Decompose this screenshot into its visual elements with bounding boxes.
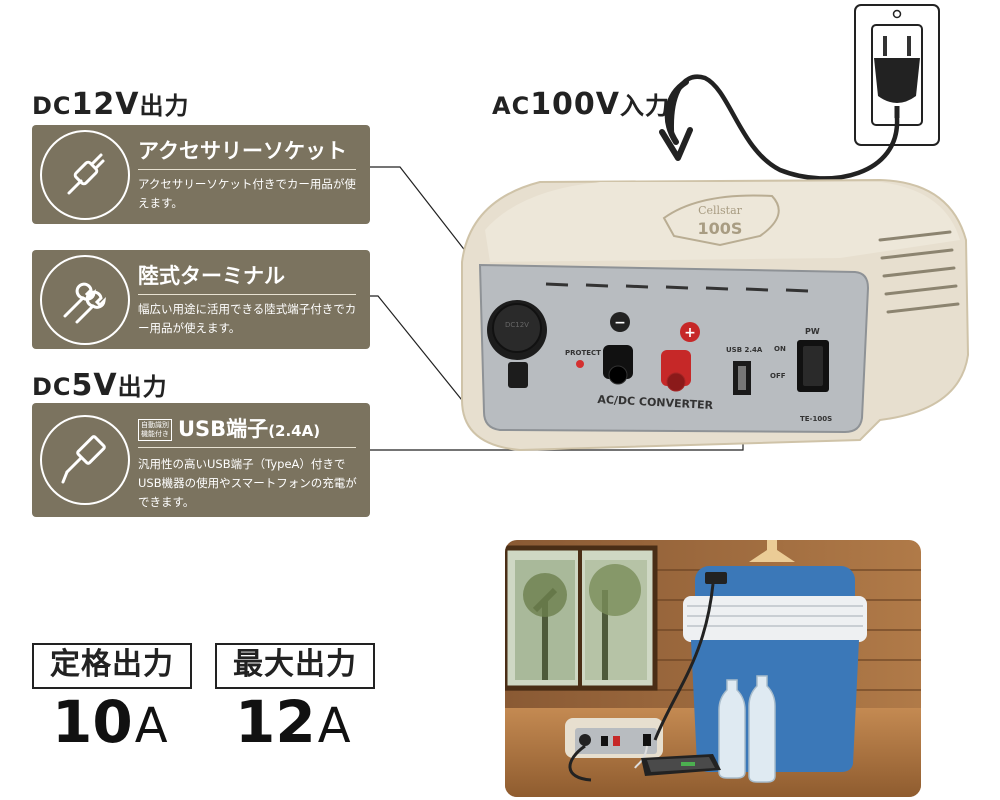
usb-card: 自動識別機能付き USB端子(2.4A) 汎用性の高いUSB端子（TypeA）付… (32, 403, 370, 517)
accessory-socket-card: アクセサリーソケット アクセサリーソケット付きでカー用品が使えます。 (32, 125, 370, 224)
usb-label: USB 2.4A (726, 346, 763, 354)
socket-label: DC12V (505, 321, 529, 329)
ac100v-input-heading: AC100V入力 (492, 87, 671, 122)
car-plug-icon (40, 129, 130, 220)
rated-output-value: 10A (52, 688, 168, 756)
minus-label: − (614, 315, 626, 331)
auto-detect-tag: 自動識別機能付き (138, 419, 172, 441)
usb-title: 自動識別機能付き USB端子(2.4A) (138, 413, 356, 448)
model-label: TE-100S (800, 415, 832, 423)
usage-scene-photo (505, 540, 921, 797)
dc5v-output-heading: DC5V出力 (32, 368, 168, 403)
water-bottles (718, 675, 776, 783)
ac-input-arrow (659, 79, 693, 161)
power-plug (874, 36, 920, 118)
dc12v-output-heading: DC12V出力 (32, 87, 190, 122)
max-output-value: 12A (235, 688, 351, 756)
accessory-socket-desc: アクセサリーソケット付きでカー用品が使えます。 (138, 177, 356, 210)
usb-plug-icon (40, 415, 130, 505)
on-label: ON (774, 345, 786, 353)
plus-label: + (684, 325, 696, 341)
max-output-label: 最大出力 (215, 643, 375, 689)
off-label: OFF (770, 372, 786, 380)
accessory-socket-title: アクセサリーソケット (138, 135, 356, 170)
terminal-desc: 幅広い用途に活用できる陸式端子付きでカー用品が使えます。 (138, 302, 357, 335)
usb-desc: 汎用性の高いUSB端子（TypeA）付きでUSB機器の使用やスマートフォンの充電… (138, 457, 357, 509)
converter-label: AC/DC CONVERTER (597, 393, 714, 412)
rated-output-label: 定格出力 (32, 643, 192, 689)
wrench-terminal-icon (40, 254, 130, 345)
badge-model: 100S (698, 219, 743, 238)
terminal-card: 陸式ターミナル 幅広い用途に活用できる陸式端子付きでカー用品が使えます。 (32, 250, 370, 349)
badge-brand: Cellstar (698, 204, 743, 217)
terminal-title: 陸式ターミナル (138, 260, 356, 295)
device-illustration: Cellstar 100S DC12V PROTECT − + AC/DC CO… (370, 4, 970, 452)
protect-label: PROTECT (565, 349, 601, 357)
scene-converter (565, 718, 663, 758)
pw-label: PW (805, 327, 820, 336)
converter-device: Cellstar 100S DC12V PROTECT − + AC/DC CO… (461, 178, 970, 452)
smartphone (641, 754, 721, 776)
